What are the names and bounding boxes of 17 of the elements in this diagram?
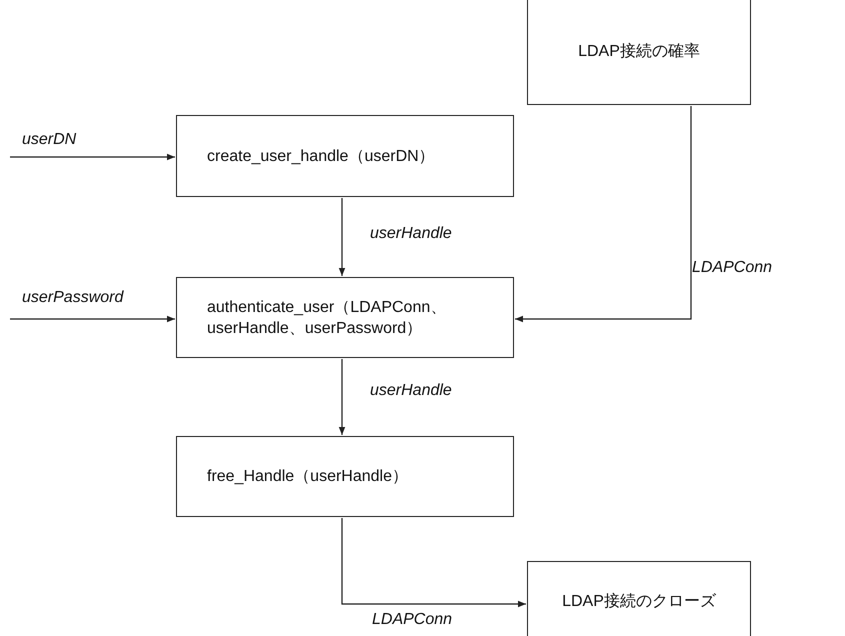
edge-label: userHandle [370,224,452,244]
edge-label: userHandle [370,381,452,401]
arrow [10,316,175,322]
arrow [515,106,692,322]
arrow [338,359,346,435]
arrow [338,198,346,276]
arrow [341,518,526,608]
process-box: free_Handle（userHandle） [176,436,514,517]
process-box: LDAP接続のクローズ [527,561,751,636]
process-box: LDAP接続の確率 [527,0,751,105]
edge-label: LDAPConn [692,258,772,278]
process-box: create_user_handle（userDN） [176,115,514,197]
edge-label: LDAPConn [372,610,452,630]
edge-label: userPassword [22,288,124,308]
edge-label: userDN [22,130,76,150]
process-box: authenticate_user（LDAPConn、userHandle、userPassword） [176,277,514,358]
arrow [10,154,175,160]
